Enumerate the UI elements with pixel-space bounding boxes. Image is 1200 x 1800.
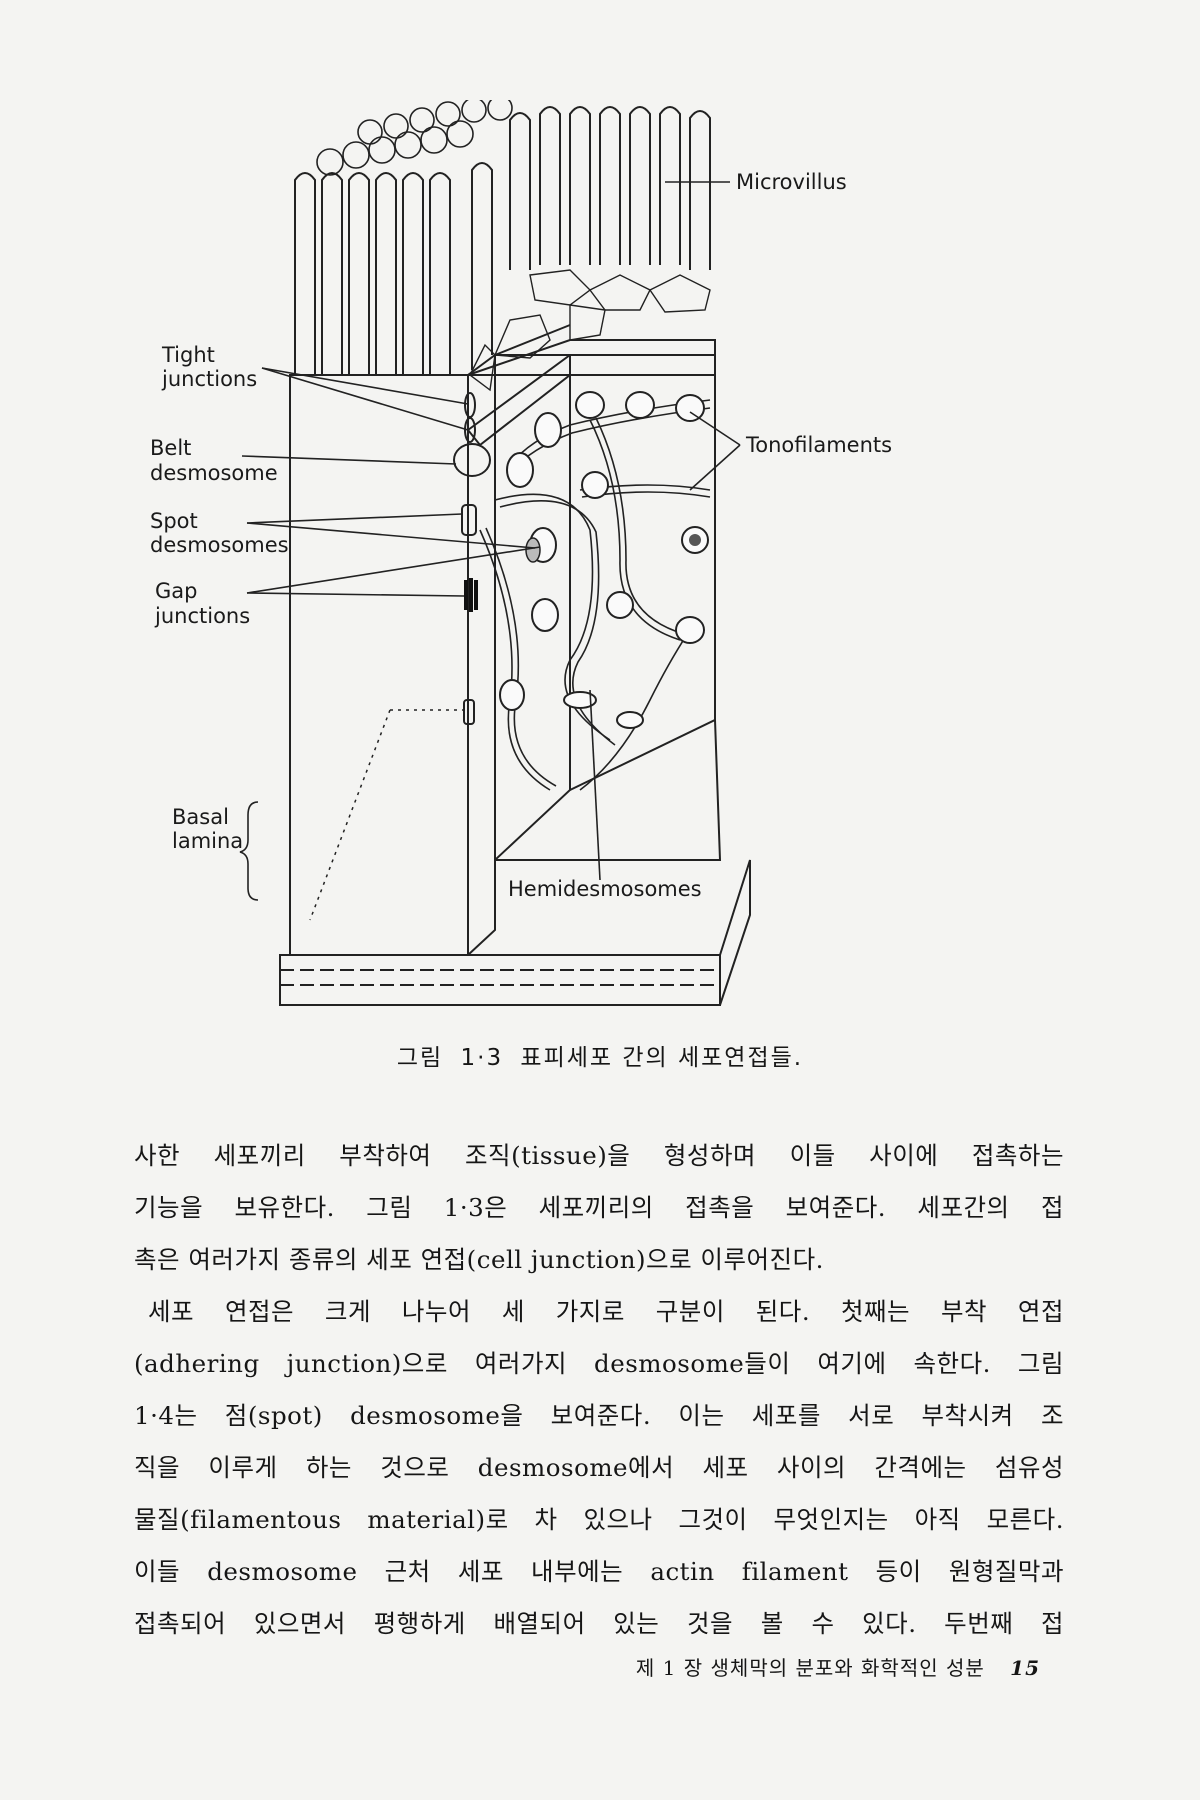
basal-lamina-strata (280, 969, 720, 986)
label-tight-junctions-2: junctions (161, 367, 257, 391)
label-basal-lamina-1: Basal (172, 805, 229, 829)
body-line-4: 세포 연접은 크게 나누어 세 가지로 구분이 된다. 첫째는 부착 연접 (148, 1297, 1064, 1326)
body-line-9: 이들 desmosome 근처 세포 내부에는 actin filament 등… (134, 1557, 1064, 1586)
label-belt-desmosome-2: desmosome (150, 461, 278, 485)
label-spot-desmosomes-2: desmosomes (150, 533, 289, 557)
body-line-8: 물질(filamentous material)로 차 있으나 그것이 무엇인지… (134, 1505, 1064, 1534)
running-footer-chapter: 제 1 장 생체막의 분포와 화학적인 성분 (635, 1656, 985, 1680)
caption-text: 표피세포 간의 세포연접들. (520, 1045, 804, 1071)
apical-plate (467, 339, 716, 376)
basal-lamina-slab (279, 954, 721, 1006)
microvilli-top-cluster (316, 100, 513, 176)
dotted-outline (390, 375, 469, 711)
label-tonofilaments: Tonofilaments (745, 433, 892, 457)
label-basal-lamina-2: lamina (172, 829, 243, 853)
figure-caption: 그림 1·3 표피세포 간의 세포연접들. (0, 1038, 1200, 1072)
body-line-5: (adhering junction)으로 여러가지 desmosome들이 여… (134, 1349, 1064, 1378)
basal-lamina-end (719, 859, 751, 1006)
label-hemidesmosomes: Hemidesmosomes (508, 877, 702, 901)
junction-edge-detail (453, 392, 491, 725)
body-line-3: 촉은 여러가지 종류의 세포 연접(cell junction)으로 이루어진다… (134, 1245, 824, 1274)
page-footer: 제 1 장 생체막의 분포와 화학적인 성분 15 (560, 1652, 1040, 1681)
label-microvillus: Microvillus (736, 170, 847, 194)
label-gap-junctions-1: Gap (155, 579, 197, 603)
label-spot-desmosomes-1: Spot (150, 509, 198, 533)
caption-number: 1·3 (460, 1045, 504, 1071)
label-gap-junctions-2: junctions (154, 604, 250, 628)
body-line-2: 기능을 보유한다. 그림 1·3은 세포끼리의 접촉을 보여준다. 세포간의 접 (134, 1193, 1064, 1222)
label-tight-junctions-1: Tight (161, 343, 215, 367)
page-number: 15 (1010, 1656, 1040, 1680)
left-cell-face (289, 374, 469, 956)
body-line-6: 1·4는 점(spot) desmosome을 보여준다. 이는 세포를 서로 … (134, 1401, 1064, 1430)
label-belt-desmosome-1: Belt (150, 436, 191, 460)
leader-lines (239, 181, 741, 901)
dotted-outline-diag (309, 709, 391, 921)
spot-desmosome-detail (525, 537, 541, 563)
apical-cobble-texture (469, 269, 711, 392)
microvilli-right (509, 106, 711, 270)
caption-prefix: 그림 (396, 1045, 444, 1071)
body-line-10: 접촉되어 있으면서 평행하게 배열되어 있는 것을 볼 수 있다. 두번째 접 (134, 1609, 1064, 1638)
gap-junction-marks (464, 578, 478, 612)
desmosome-core (689, 534, 701, 546)
cell-junction-figure: Microvillus Tight junctions Belt desmoso… (150, 100, 1050, 1060)
apical-edge (494, 324, 571, 356)
epithelial-cell-diagram: Microvillus Tight junctions Belt desmoso… (150, 100, 892, 1006)
microvilli-left (294, 162, 493, 375)
desmosome-discs (499, 391, 709, 729)
body-line-1: 사한 세포끼리 부착하여 조직(tissue)을 형성하며 이들 사이에 접촉하… (134, 1141, 1064, 1170)
body-paragraphs: 사한 세포끼리 부착하여 조직(tissue)을 형성하며 이들 사이에 접촉하… (134, 1130, 1064, 1650)
body-line-7: 직을 이루게 하는 것으로 desmosome에서 세포 사이의 간격에는 섬유… (134, 1453, 1064, 1482)
cut-cell-floor (495, 718, 722, 861)
